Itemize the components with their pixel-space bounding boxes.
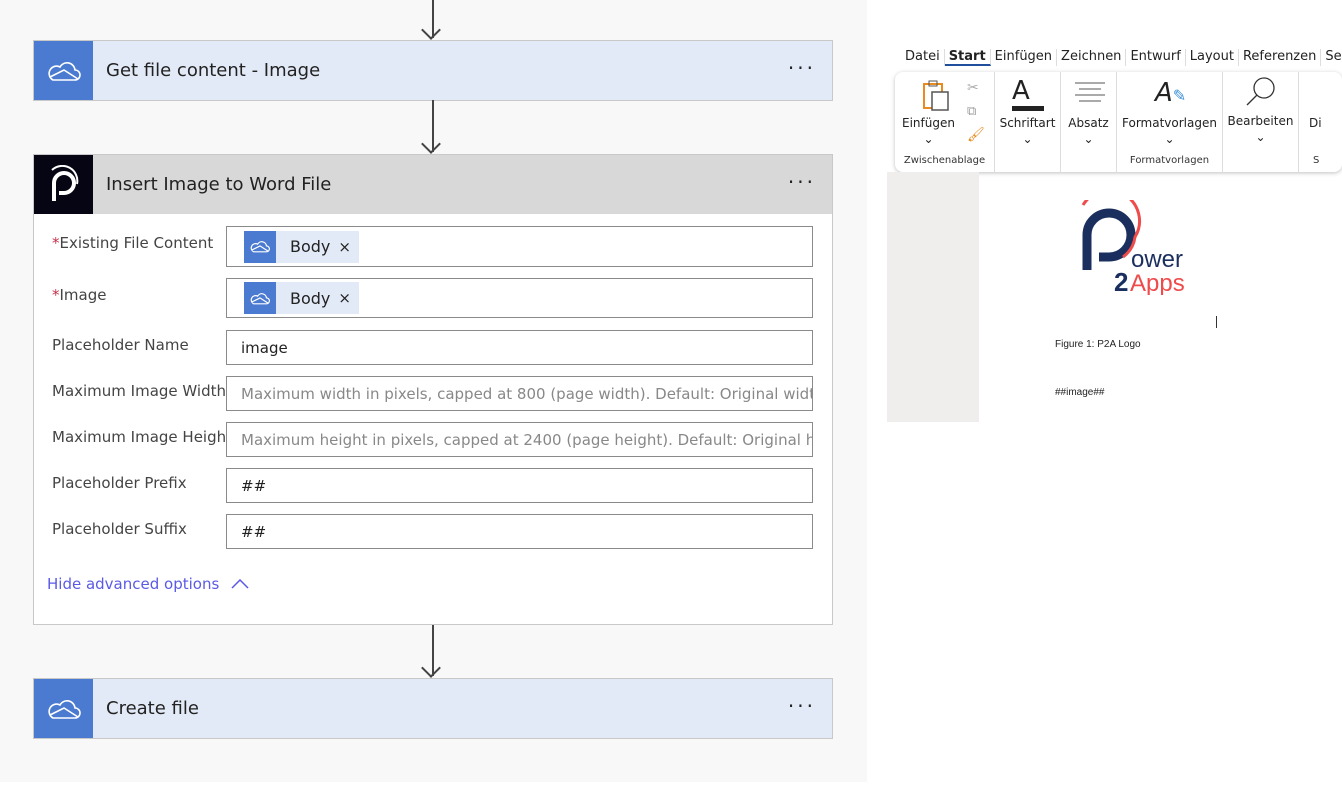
token-label: Body (290, 288, 331, 308)
editing-button[interactable]: Bearbeiten ⌄ (1223, 72, 1299, 172)
remove-token-icon[interactable]: × (338, 289, 351, 307)
tab-referenzen[interactable]: Referenzen (1239, 49, 1322, 66)
placeholder-suffix-input[interactable]: ## (226, 514, 813, 549)
field-placeholder-prefix: Placeholder Prefix ## (52, 468, 813, 503)
hide-advanced-options-link[interactable]: Hide advanced options (47, 575, 249, 593)
button-label: Bearbeiten (1227, 114, 1294, 128)
connector-arrow (432, 0, 434, 38)
max-image-height-input[interactable]: Maximum height in pixels, capped at 2400… (226, 422, 813, 457)
tab-start[interactable]: Start (944, 49, 991, 66)
connector-arrow (432, 625, 434, 676)
text-cursor (1216, 316, 1217, 328)
field-image: *Image Body × (52, 278, 813, 318)
field-label: Maximum Image Height (52, 428, 233, 446)
ribbon-tabs: Datei Start Einfügen Zeichnen Entwurf La… (901, 49, 1342, 66)
connector-arrow (432, 100, 434, 152)
more-options-button[interactable]: ··· (787, 694, 816, 718)
field-label: Placeholder Prefix (52, 474, 187, 492)
step-card-get-file-content[interactable]: Get file content - Image ··· (33, 40, 833, 101)
dynamic-content-token[interactable]: Body × (244, 230, 359, 263)
group-label: Zwischenablage (903, 155, 986, 166)
tab-zeichnen[interactable]: Zeichnen (1057, 49, 1127, 66)
tab-layout[interactable]: Layout (1186, 49, 1239, 66)
button-label: Absatz (1068, 116, 1109, 130)
logo-text: ower (1131, 246, 1183, 273)
group-styles: A✎ Formatvorlagen ⌄ Formatvorlagen (1117, 72, 1223, 172)
remove-token-icon[interactable]: × (338, 237, 351, 256)
font-icon: A (1012, 76, 1030, 106)
chevron-down-icon: ⌄ (1022, 132, 1033, 146)
step-title: Create file (106, 698, 199, 719)
step-card-insert-image: Insert Image to Word File ··· *Existing … (33, 154, 833, 625)
group-label: Formatvorlagen (1129, 155, 1210, 166)
step-card-create-file[interactable]: Create file ··· (33, 678, 833, 739)
styles-icon: A✎ (1155, 78, 1187, 108)
tab-datei[interactable]: Datei (901, 49, 945, 66)
step-title: Get file content - Image (106, 60, 321, 81)
logo-text: Apps (1130, 270, 1185, 295)
paste-icon (923, 80, 949, 111)
chevron-down-icon: ⌄ (1255, 130, 1266, 144)
format-painter-icon[interactable]: 🖌 (967, 127, 985, 143)
group-partial: Di S (1299, 72, 1342, 172)
ribbon: Einfügen ⌄ ✂ ⧉ 🖌 Zwischenablage A Schrif… (895, 72, 1342, 172)
button-label: Schriftart (999, 116, 1056, 130)
search-icon (1246, 77, 1275, 106)
tab-einfuegen[interactable]: Einfügen (991, 49, 1058, 66)
existing-file-content-input[interactable]: Body × (226, 226, 813, 267)
link-label: Hide advanced options (47, 575, 220, 593)
field-label: Placeholder Name (52, 336, 189, 354)
field-existing-file-content: *Existing File Content Body × (52, 226, 813, 267)
onedrive-cloud-icon (34, 679, 93, 738)
onedrive-cloud-icon (244, 282, 276, 314)
tab-entwurf[interactable]: Entwurf (1126, 49, 1186, 66)
word-document-screenshot: Datei Start Einfügen Zeichnen Entwurf La… (887, 45, 1342, 422)
logo-text: 2 (1114, 267, 1128, 295)
field-label: Maximum Image Width (52, 382, 227, 400)
more-options-button[interactable]: ··· (787, 56, 816, 80)
step-title: Insert Image to Word File (106, 174, 332, 195)
field-placeholder-name: Placeholder Name image (52, 330, 813, 365)
power2apps-logo-icon (34, 155, 93, 214)
field-max-image-height: Maximum Image Height Maximum height in p… (52, 422, 813, 457)
tab-sendungen[interactable]: Sendu (1321, 49, 1342, 66)
align-icon (1075, 82, 1105, 102)
onedrive-cloud-icon (244, 230, 276, 263)
field-label: Existing File Content (59, 234, 214, 252)
button-label[interactable]: Di (1309, 116, 1322, 130)
font-button[interactable]: A Schriftart ⌄ (995, 72, 1061, 172)
field-label: Image (59, 286, 107, 304)
required-mark: * (52, 286, 60, 304)
cut-icon[interactable]: ✂ (967, 80, 979, 96)
styles-button[interactable]: Formatvorlagen (1122, 116, 1217, 130)
dynamic-content-token[interactable]: Body × (244, 282, 359, 314)
image-placeholder-text: ##image## (1055, 387, 1105, 398)
token-label: Body (290, 237, 331, 256)
chevron-down-icon[interactable]: ⌄ (1164, 132, 1175, 146)
chevron-down-icon: ⌄ (1083, 132, 1094, 146)
required-mark: * (52, 234, 60, 252)
placeholder-prefix-input[interactable]: ## (226, 468, 813, 503)
paste-button[interactable]: Einfügen (902, 116, 955, 130)
figure-caption: Figure 1: P2A Logo (1055, 339, 1141, 350)
image-input[interactable]: Body × (226, 278, 813, 318)
field-placeholder-suffix: Placeholder Suffix ## (52, 514, 813, 549)
field-label: Placeholder Suffix (52, 520, 187, 538)
paragraph-button[interactable]: Absatz ⌄ (1061, 72, 1117, 172)
max-image-width-input[interactable]: Maximum width in pixels, capped at 800 (… (226, 376, 813, 411)
flow-designer-canvas: Get file content - Image ··· Insert Imag… (0, 0, 867, 782)
copy-icon[interactable]: ⧉ (967, 104, 977, 119)
field-max-image-width: Maximum Image Width Maximum width in pix… (52, 376, 813, 411)
power2apps-logo: ower 2 Apps (1077, 188, 1197, 297)
chevron-up-icon (231, 579, 249, 589)
onedrive-cloud-icon (34, 41, 93, 100)
document-margin (887, 172, 979, 422)
group-label: S (1313, 155, 1320, 166)
group-clipboard: Einfügen ⌄ ✂ ⧉ 🖌 Zwischenablage (895, 72, 995, 172)
chevron-down-icon[interactable]: ⌄ (923, 132, 934, 146)
placeholder-name-input[interactable]: image (226, 330, 813, 365)
more-options-button[interactable]: ··· (787, 170, 816, 194)
